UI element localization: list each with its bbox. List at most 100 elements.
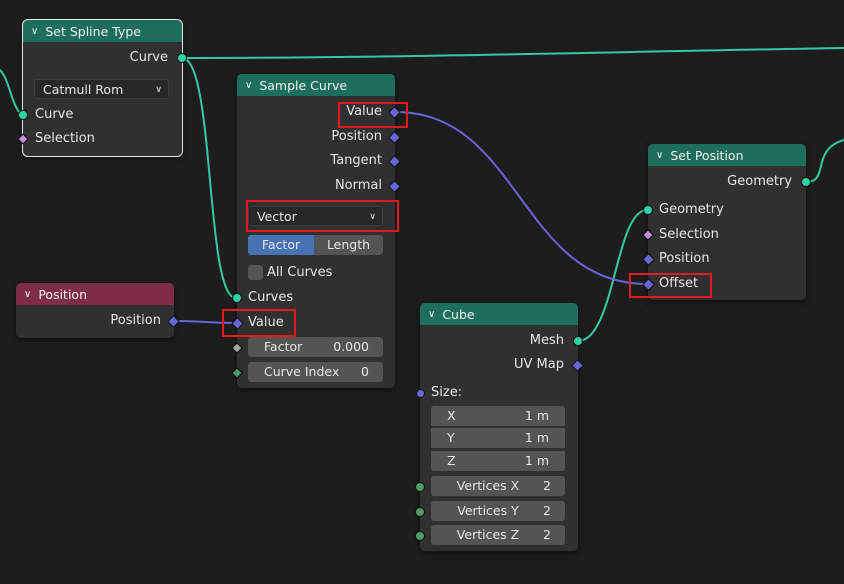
collapse-chevron-icon[interactable]: ∨ [245, 79, 253, 91]
input-curve-socket[interactable] [18, 110, 28, 120]
input-selection-socket[interactable] [17, 133, 29, 145]
node-set-spline-type[interactable]: ∨ Set Spline Type Curve Catmull Rom ∨ Cu… [17, 19, 187, 157]
input-position-socket[interactable] [642, 253, 655, 266]
input-curves-socket[interactable] [232, 293, 242, 303]
input-value-label: Value [248, 315, 284, 330]
factor-field[interactable]: Factor 0.000 [248, 337, 383, 357]
mode-factor-button[interactable]: Factor [248, 235, 314, 255]
output-value-label: Value [346, 104, 382, 119]
factor-value: 0.000 [333, 339, 369, 354]
node-title: Position [38, 286, 87, 302]
input-curve-index-socket[interactable] [231, 367, 243, 379]
vertices-y-label: Vertices Y [457, 503, 519, 518]
factor-label: Factor [264, 339, 303, 354]
chevron-down-icon: ∨ [155, 85, 162, 95]
link-position-to-sample-value [174, 320, 237, 324]
output-position-socket[interactable] [388, 131, 401, 144]
node-cube[interactable]: ∨ Cube Mesh UV Map Size: X 1 m Y 1 m Z 1… [415, 303, 584, 551]
all-curves-label: All Curves [267, 265, 333, 280]
vertices-z-value: 2 [543, 527, 551, 542]
node-title: Sample Curve [259, 77, 348, 93]
node-header[interactable]: ∨ Set Position [648, 144, 806, 166]
link-set-position-geometry-out [805, 139, 844, 183]
input-selection-socket[interactable] [642, 229, 654, 241]
size-z-field[interactable]: Z 1 m [431, 451, 565, 471]
input-offset-label: Offset [659, 276, 699, 291]
collapse-chevron-icon[interactable]: ∨ [428, 308, 436, 320]
node-title: Set Spline Type [45, 23, 141, 39]
collapse-chevron-icon[interactable]: ∨ [31, 25, 39, 37]
size-y-value: 1 m [524, 430, 549, 445]
size-x-field[interactable]: X 1 m [431, 406, 565, 426]
size-z-label: Z [447, 453, 456, 468]
input-selection-label: Selection [35, 131, 95, 146]
size-label: Size: [431, 385, 463, 400]
input-geometry-label: Geometry [659, 202, 724, 217]
vertices-y-value: 2 [543, 503, 551, 518]
input-vertices-z-socket[interactable] [415, 531, 425, 541]
output-uv-map-socket[interactable] [571, 359, 584, 372]
output-geometry-label: Geometry [727, 174, 792, 189]
output-tangent-label: Tangent [330, 153, 382, 168]
output-normal-label: Normal [334, 178, 382, 193]
input-selection-label: Selection [659, 227, 719, 242]
node-title: Cube [442, 306, 475, 322]
output-tangent-socket[interactable] [388, 155, 401, 168]
size-x-label: X [447, 408, 456, 423]
link-cube-mesh-to-set-position-geometry [577, 209, 648, 342]
vertices-x-value: 2 [543, 478, 551, 493]
node-title: Set Position [670, 147, 744, 163]
output-normal-socket[interactable] [388, 180, 401, 193]
vertices-z-field[interactable]: Vertices Z 2 [431, 525, 565, 545]
data-type-value: Vector [257, 209, 297, 224]
node-position[interactable]: ∨ Position Position [16, 283, 180, 338]
link-set-spline-to-sample-curves [181, 57, 237, 299]
node-sample-curve[interactable]: ∨ Sample Curve Value Position Tangent No… [231, 74, 401, 388]
input-value-socket[interactable] [231, 317, 244, 330]
output-position-label: Position [110, 313, 161, 328]
input-vertices-y-socket[interactable] [415, 507, 425, 517]
input-factor-socket[interactable] [231, 342, 243, 354]
spline-type-dropdown[interactable]: Catmull Rom ∨ [34, 79, 169, 99]
output-geometry-socket[interactable] [801, 177, 811, 187]
node-header[interactable]: ∨ Position [16, 283, 174, 305]
output-position-label: Position [331, 129, 382, 144]
link-sample-value-to-offset [395, 111, 648, 285]
all-curves-checkbox[interactable] [248, 265, 263, 280]
output-curve-socket[interactable] [177, 53, 187, 63]
size-z-value: 1 m [524, 453, 549, 468]
input-curve-label: Curve [35, 107, 74, 122]
size-y-field[interactable]: Y 1 m [431, 428, 565, 448]
output-position-socket[interactable] [167, 315, 180, 328]
collapse-chevron-icon[interactable]: ∨ [24, 288, 32, 300]
node-set-position[interactable]: ∨ Set Position Geometry Geometry Selecti… [642, 144, 811, 300]
vertices-z-label: Vertices Z [456, 527, 520, 542]
curve-index-value: 0 [361, 364, 369, 379]
output-value-socket[interactable] [388, 106, 401, 119]
input-offset-socket[interactable] [642, 278, 655, 291]
collapse-chevron-icon[interactable]: ∨ [656, 149, 664, 161]
input-geometry-socket[interactable] [643, 205, 653, 215]
mode-length-button[interactable]: Length [314, 235, 383, 255]
vertices-x-label: Vertices X [456, 478, 520, 493]
input-vertices-x-socket[interactable] [415, 482, 425, 492]
curve-index-field[interactable]: Curve Index 0 [248, 362, 383, 382]
node-header[interactable]: ∨ Sample Curve [237, 74, 395, 96]
node-header[interactable]: ∨ Set Spline Type [23, 20, 182, 42]
curve-index-label: Curve Index [264, 364, 340, 379]
spline-type-value: Catmull Rom [43, 82, 124, 97]
input-curves-label: Curves [248, 290, 294, 305]
input-size-socket[interactable] [416, 389, 425, 398]
size-x-value: 1 m [524, 408, 549, 423]
output-curve-label: Curve [129, 50, 168, 65]
input-position-label: Position [659, 251, 710, 266]
vertices-y-field[interactable]: Vertices Y 2 [431, 501, 565, 521]
vertices-x-field[interactable]: Vertices X 2 [431, 476, 565, 496]
output-uv-map-label: UV Map [514, 357, 564, 372]
link-set-spline-to-offscreen [181, 47, 844, 59]
output-mesh-socket[interactable] [573, 336, 583, 346]
size-y-label: Y [447, 430, 455, 445]
node-header[interactable]: ∨ Cube [420, 303, 578, 325]
data-type-dropdown[interactable]: Vector ∨ [248, 206, 383, 226]
output-mesh-label: Mesh [529, 333, 564, 348]
